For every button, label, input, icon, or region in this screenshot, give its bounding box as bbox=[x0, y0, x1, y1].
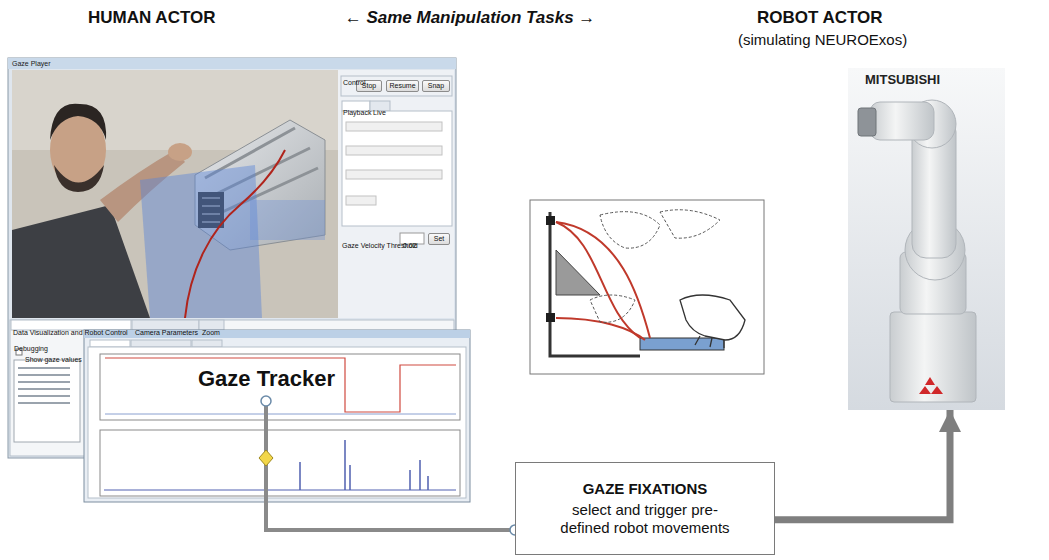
exoskeleton-sketch-part bbox=[590, 295, 635, 322]
ui-button: Resume bbox=[386, 80, 419, 92]
exoskeleton-sketch-part bbox=[556, 250, 600, 295]
node-title: Set bbox=[434, 234, 445, 244]
label-holder: Camera Parameters bbox=[135, 321, 198, 339]
node-title: Gaze Tracker bbox=[196, 366, 337, 392]
exoskeleton-sketch-part bbox=[660, 210, 720, 238]
label-holder: 0.02 bbox=[403, 234, 417, 252]
label-holder: ROBOT ACTOR bbox=[757, 8, 883, 28]
actor-heading: HUMAN ACTOR bbox=[88, 8, 216, 27]
exoskeleton-sketch-part bbox=[556, 318, 645, 340]
app-window: Gaze PlayerStopResumeSnapSet bbox=[8, 58, 456, 458]
bottom-tab-panel-part bbox=[14, 360, 80, 442]
ui-tab: Camera Parameters bbox=[135, 329, 198, 336]
control-panel bbox=[338, 70, 454, 318]
node-body: select and trigger pre-defined robot mov… bbox=[550, 501, 740, 537]
robot-photo-box: MITSUBISHI bbox=[848, 68, 1005, 410]
task-heading: ← Same Manipulation Tasks → bbox=[345, 8, 596, 27]
actor-heading: ROBOT ACTOR bbox=[757, 8, 883, 27]
bottom-tab-panel-part bbox=[11, 320, 131, 330]
exoskeleton-sketch-part bbox=[600, 212, 660, 248]
ui-tab: Data Visualization and Robot Control bbox=[13, 329, 128, 336]
flow-connector bbox=[775, 410, 950, 520]
robot-photo-part bbox=[870, 102, 934, 140]
node-title: Resume bbox=[389, 81, 415, 91]
gaze-player-window-part bbox=[8, 58, 456, 69]
robot-photo-part bbox=[890, 312, 976, 402]
node-title: Snap bbox=[428, 81, 444, 91]
video-frame-part bbox=[168, 143, 192, 161]
label-holder: Data Visualization and Robot Control bbox=[13, 321, 128, 339]
gaze-tracker-window-part bbox=[259, 450, 273, 466]
ui-tab: Playback bbox=[343, 109, 371, 116]
gaze-tracker-window-part bbox=[104, 490, 456, 491]
bottom-tab-panel-part bbox=[132, 320, 199, 330]
exoskeleton-sketch-part bbox=[680, 295, 745, 340]
robot-photo-part bbox=[919, 377, 943, 394]
flow-connector bbox=[266, 502, 515, 530]
video-frame-part bbox=[12, 205, 150, 318]
gaze-tracker-window-part bbox=[100, 430, 460, 496]
control-panel-part bbox=[338, 70, 454, 318]
label-holder: (simulating NEUROExos) bbox=[738, 31, 907, 49]
gaze-tracker-window-part bbox=[261, 396, 271, 406]
node-title: Gaze Player bbox=[12, 59, 452, 69]
gaze-tracker-window-part bbox=[105, 414, 456, 415]
robot-photo-part bbox=[858, 108, 876, 136]
robot-photo-part bbox=[848, 68, 1005, 410]
ui-field-value: 0.02 bbox=[403, 242, 417, 249]
label-holder: HUMAN ACTOR bbox=[88, 8, 216, 28]
actor-subheading: (simulating NEUROExos) bbox=[738, 31, 907, 48]
node-title: GAZE FIXATIONS bbox=[583, 480, 708, 498]
exoskeleton-sketch-part bbox=[530, 200, 764, 374]
ui-label: Control bbox=[343, 79, 366, 86]
gaze-tracker-window-part bbox=[105, 358, 456, 412]
ui-button: Set bbox=[428, 233, 450, 245]
gaze-tracker-window-part bbox=[84, 330, 470, 338]
ui-checkbox-label: Show gaze values bbox=[25, 356, 82, 363]
exoskeleton-sketch-part bbox=[695, 336, 724, 348]
video-frame-part bbox=[12, 70, 338, 318]
node-title: MITSUBISHI bbox=[865, 72, 1005, 88]
exoskeleton-sketch-part bbox=[546, 313, 555, 322]
control-panel-part bbox=[346, 196, 376, 205]
ui-label: Debugging bbox=[14, 345, 48, 352]
gaze-tracker-window-part bbox=[90, 340, 130, 347]
gaze-tracker-window-part bbox=[192, 340, 222, 347]
control-panel-part bbox=[342, 111, 452, 226]
control-panel-part bbox=[346, 170, 442, 179]
ui-tab: Live bbox=[373, 109, 386, 116]
video-frame-part bbox=[54, 165, 104, 192]
gaze-tracker-window bbox=[84, 330, 470, 502]
robot-photo bbox=[848, 68, 1005, 410]
ui-button: Snap bbox=[422, 80, 450, 92]
exoskeleton-sketch bbox=[530, 200, 764, 374]
exoskeleton-sketch-part bbox=[546, 216, 555, 225]
video-frame bbox=[12, 70, 338, 318]
exoskeleton-sketch-part bbox=[556, 222, 650, 338]
label-holder: Playback bbox=[343, 101, 371, 119]
label-holder: Live bbox=[373, 101, 386, 119]
bottom-tab-panel-part bbox=[199, 320, 224, 330]
gaze-tracker-window-part bbox=[131, 340, 191, 347]
video-frame-part bbox=[140, 165, 262, 318]
gaze-tracker-window-part bbox=[300, 440, 428, 490]
control-panel-part bbox=[346, 146, 442, 155]
ui-tab: Zoom bbox=[202, 329, 220, 336]
video-frame-part bbox=[50, 104, 106, 140]
label-holder: Zoom bbox=[202, 321, 220, 339]
video-frame-part bbox=[185, 150, 285, 318]
gaze-tracker-panel: Gaze Tracker bbox=[84, 330, 470, 502]
label-holder: ← Same Manipulation Tasks → bbox=[345, 8, 596, 28]
exoskeleton-sketch-part bbox=[550, 212, 640, 356]
gaze-tracker-window-part bbox=[88, 347, 466, 498]
gaze-tracker-window-part bbox=[84, 330, 470, 502]
video-frame-part bbox=[250, 200, 325, 240]
control-panel-part bbox=[346, 122, 442, 131]
gaze-tracker-window-part bbox=[100, 354, 460, 420]
label-holder: Debugging bbox=[14, 337, 48, 355]
control-panel-part bbox=[341, 76, 452, 96]
bottom-tab-panel-part bbox=[18, 368, 70, 403]
process-box: GAZE FIXATIONS select and trigger pre-def… bbox=[515, 462, 775, 555]
